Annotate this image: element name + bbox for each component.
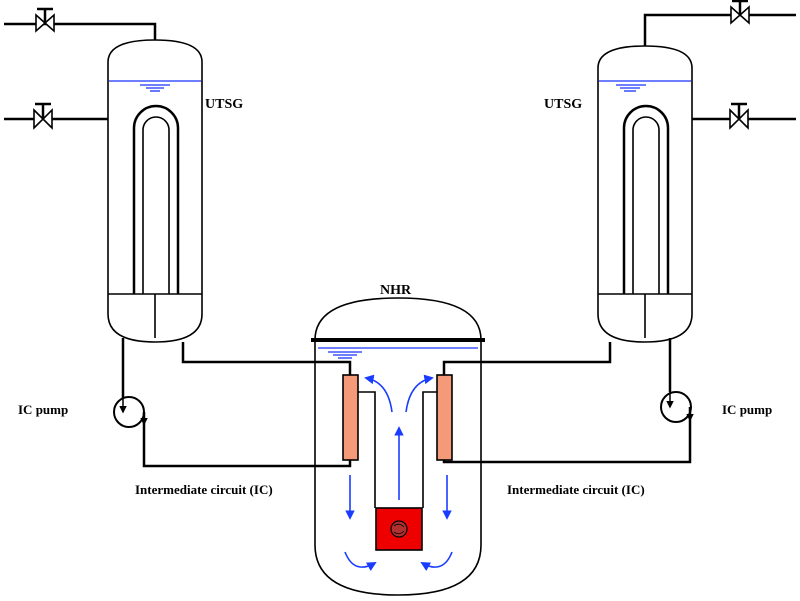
centrifugal-pump-icon[interactable] <box>660 391 694 423</box>
left-ic-cold-leg <box>142 412 352 468</box>
left-circuit-label: Intermediate circuit (IC) <box>135 482 273 497</box>
left-pump-label: IC pump <box>18 402 68 417</box>
gate-valve-icon[interactable] <box>33 102 53 130</box>
utsg-right-u-tube <box>622 104 670 294</box>
centrifugal-pump-icon[interactable] <box>113 396 148 428</box>
riser-right-wall <box>422 391 440 508</box>
flow-arrow-icon <box>344 374 453 571</box>
utsg-right: UTSG <box>544 45 693 343</box>
utsg-right-u-tube-inner <box>632 116 660 294</box>
gate-valve-icon[interactable] <box>730 0 750 25</box>
heat-exchanger-right <box>436 374 453 461</box>
utsg-right-label: UTSG <box>544 97 582 112</box>
utsg-left-u-tube <box>132 104 180 294</box>
gate-valve-icon[interactable] <box>729 102 749 130</box>
core-center-icon <box>390 520 408 538</box>
left-ic-hot-leg <box>181 342 352 375</box>
gate-valve-icon[interactable] <box>35 7 55 33</box>
utsg-left: UTSG <box>107 39 243 343</box>
utsg-left-u-tube-inner <box>142 116 170 294</box>
nhr-vessel-body <box>314 339 482 596</box>
nhr-label: NHR <box>380 283 412 298</box>
nhr-vessel-head <box>314 297 482 341</box>
right-ic-cold-leg <box>442 407 692 464</box>
nhr-vessel: NHR <box>311 283 485 596</box>
right-ic-hot-leg <box>442 342 612 375</box>
right-pump-label: IC pump <box>722 402 772 417</box>
riser-left-wall <box>358 391 376 508</box>
heat-exchanger-left <box>342 374 359 461</box>
utsg-left-label: UTSG <box>205 97 243 112</box>
right-circuit-label: Intermediate circuit (IC) <box>507 482 645 497</box>
left-steam-line <box>4 22 157 40</box>
right-steam-line <box>643 13 796 46</box>
